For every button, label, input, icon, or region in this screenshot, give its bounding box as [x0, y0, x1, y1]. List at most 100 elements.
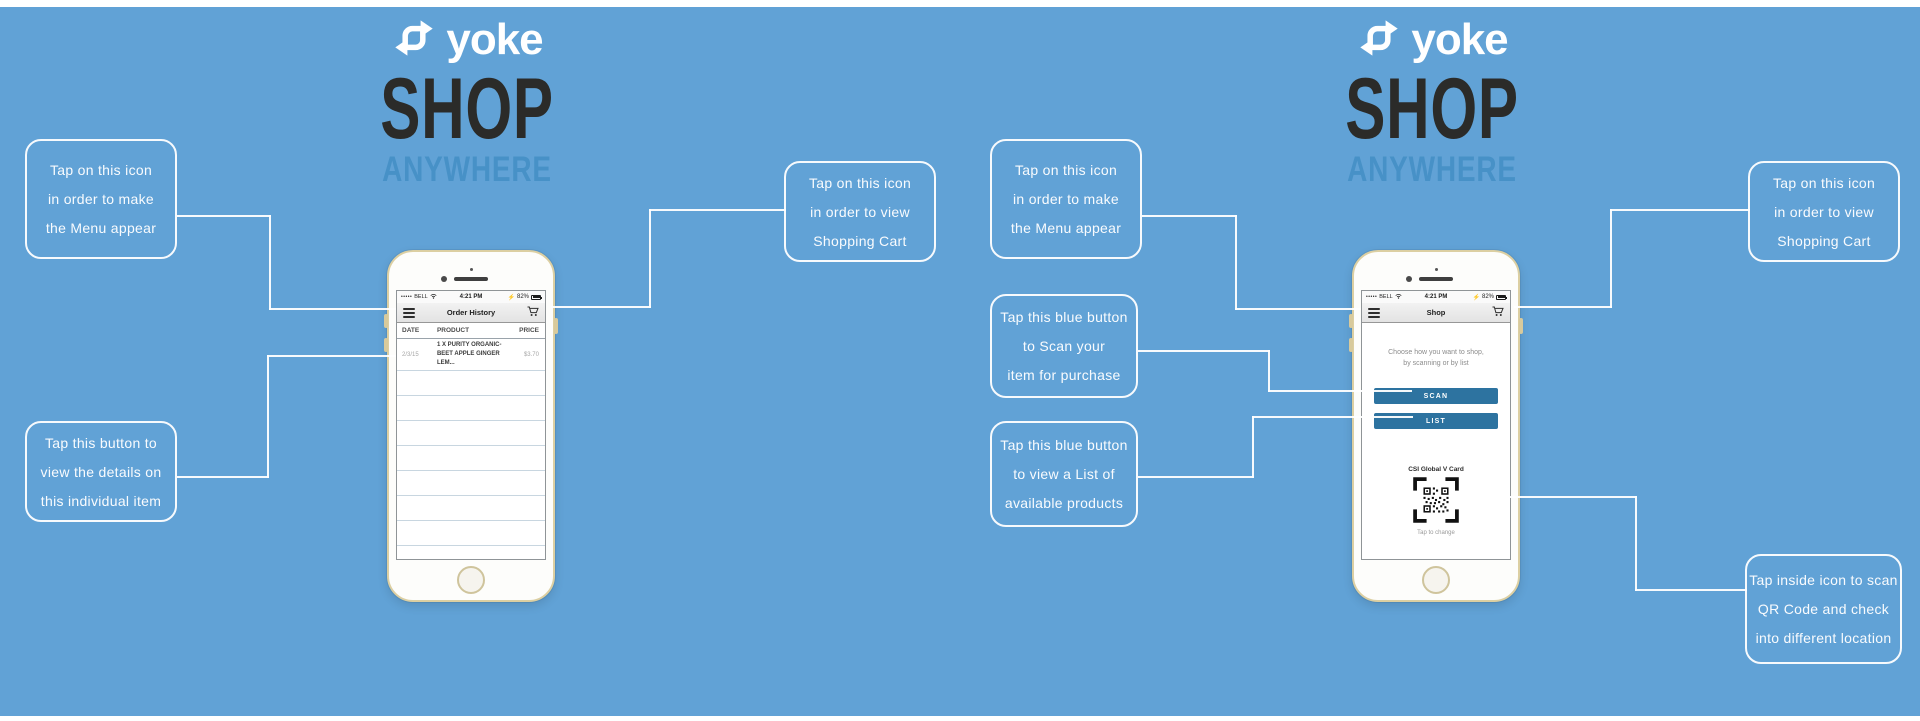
volume-down-button[interactable] [1349, 338, 1353, 352]
signal-icon: ••••• [1366, 294, 1378, 300]
product-line: BEET APPLE GINGER LEM... [436, 350, 500, 367]
battery-percent: 82% [1481, 294, 1494, 300]
callout-line: Tap on this icon [49, 162, 153, 178]
empty-list-rows [397, 371, 545, 559]
hamburger-icon[interactable] [1368, 307, 1380, 318]
callout-cart-left: Tap on this icon in order to view Shoppi… [784, 161, 936, 262]
callout-line: in order to view [810, 203, 910, 220]
order-row[interactable]: 2/3/15 1 X PURITY ORGANIC- BEET APPLE GI… [397, 339, 545, 371]
callout-line: Tap this blue button [1000, 309, 1128, 325]
wifi-icon [430, 293, 437, 301]
status-bar: ••••• BELL 4:21 PM ⚡ 82% [397, 291, 545, 303]
callout-line: Tap this button to [44, 434, 158, 451]
callout-qr-code: Tap inside icon to scan QR Code and chec… [1745, 554, 1902, 664]
card-label: CSI Global V Card [1408, 466, 1464, 474]
prompt-line: Choose how you want to shop, [1388, 349, 1484, 356]
battery-icon [1496, 294, 1507, 300]
status-bar: ••••• BELL 4:21 PM ⚡ 82% [1362, 291, 1510, 303]
home-button[interactable] [457, 566, 485, 594]
order-price: $3.70 [523, 351, 539, 358]
charging-bolt-icon: ⚡ [1472, 294, 1480, 301]
front-camera [441, 276, 447, 282]
callout-line: Tap on this icon [1772, 174, 1876, 191]
shopping-cart-icon[interactable] [1492, 304, 1504, 322]
connector-line [267, 355, 269, 478]
callout-line: to view a List of [1013, 466, 1115, 482]
callout-line: Tap on this icon [808, 174, 912, 191]
brand-name: yoke [446, 15, 543, 64]
callout-line: in order to make [48, 191, 154, 207]
shopping-cart-icon[interactable] [527, 304, 539, 322]
connector-line [1252, 416, 1413, 418]
bottom-margin [0, 716, 1920, 721]
connector-line [1452, 496, 1637, 498]
callout-line: in order to view [1774, 203, 1874, 220]
callout-line: Tap inside icon to scan [1749, 572, 1898, 588]
volume-up-button[interactable] [1349, 314, 1353, 328]
qr-code-icon[interactable] [1413, 477, 1459, 528]
callout-line: Shopping Cart [1777, 232, 1871, 249]
connector-line [1142, 215, 1237, 217]
logo-right: yoke SHOP ANYWHERE [1282, 14, 1582, 187]
volume-down-button[interactable] [384, 338, 388, 352]
hamburger-icon[interactable] [403, 307, 415, 318]
connector-line [1235, 215, 1237, 310]
logo-title: SHOP [1345, 61, 1519, 157]
callout-line: into different location [1755, 630, 1892, 646]
brand-row: yoke [1282, 14, 1582, 66]
logo-subtitle: ANYWHERE [382, 149, 552, 189]
callout-line: to Scan your [1022, 338, 1106, 354]
logo-title: SHOP [380, 61, 554, 157]
callout-menu-left: Tap on this icon in order to make the Me… [25, 139, 177, 259]
clock-label: 4:21 PM [459, 294, 483, 300]
power-button[interactable] [1519, 318, 1523, 334]
nav-bar: Shop [1362, 303, 1510, 323]
callout-line: QR Code and check [1757, 601, 1890, 617]
header-price: PRICE [519, 327, 539, 334]
status-right: ⚡ 82% [1462, 294, 1507, 301]
connector-line [177, 215, 271, 217]
connector-line [269, 308, 396, 310]
callout-line: in order to make [1013, 191, 1119, 207]
connector-line [1268, 350, 1270, 392]
screen-title: Order History [446, 308, 496, 317]
product-line: 1 X PURITY ORGANIC- [436, 341, 502, 348]
logo-left: yoke SHOP ANYWHERE [317, 14, 617, 187]
shop-screen: ••••• BELL 4:21 PM ⚡ 82% Shop [1361, 290, 1511, 560]
status-left: ••••• BELL [1366, 293, 1410, 301]
scan-button[interactable]: SCAN [1374, 388, 1498, 405]
nav-bar: Order History [397, 303, 545, 323]
connector-line [1252, 416, 1254, 478]
cycle-arrows-icon [1356, 16, 1402, 65]
cycle-arrows-icon [391, 16, 437, 65]
connector-line [269, 215, 271, 310]
connector-line [1610, 209, 1750, 211]
phone-shop: ••••• BELL 4:21 PM ⚡ 82% Shop [1349, 250, 1523, 602]
power-button[interactable] [554, 318, 558, 334]
connector-line [1635, 496, 1637, 591]
carrier-label: BELL [1379, 294, 1393, 300]
callout-line: Shopping Cart [813, 232, 907, 249]
shop-prompt: Choose how you want to shop, by scanning… [1388, 347, 1484, 369]
connector-line [1268, 390, 1412, 392]
card-hint: Tap to change [1417, 530, 1455, 537]
connector-line [267, 355, 396, 357]
callout-line: item for purchase [1007, 367, 1121, 383]
connector-line [551, 306, 651, 308]
phone-order-history: ••••• BELL 4:21 PM ⚡ 82% Order History [384, 250, 558, 602]
clock-label: 4:21 PM [1424, 294, 1448, 300]
connector-line [1635, 589, 1747, 591]
wifi-icon [1395, 293, 1402, 301]
earpiece-speaker [454, 277, 488, 281]
order-history-screen: ••••• BELL 4:21 PM ⚡ 82% Order History [396, 290, 546, 560]
brand-row: yoke [317, 14, 617, 66]
connector-line [1610, 209, 1612, 308]
volume-up-button[interactable] [384, 314, 388, 328]
home-button[interactable] [1422, 566, 1450, 594]
callout-list-button: Tap this blue button to view a List of a… [990, 421, 1138, 527]
connector-line [649, 209, 786, 211]
connector-line [1235, 308, 1361, 310]
order-date: 2/3/15 [402, 351, 419, 358]
header-date: DATE [402, 327, 420, 334]
